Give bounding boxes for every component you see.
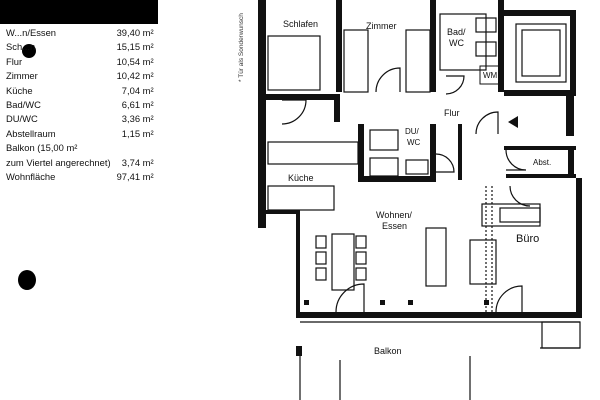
area-value: 3,74 m²	[121, 156, 154, 168]
walls	[258, 0, 582, 318]
area-row: Zimmer 10,42 m²	[6, 69, 154, 83]
markers	[296, 300, 489, 356]
room-label-buero: Büro	[516, 233, 539, 245]
redaction-block	[0, 0, 158, 24]
room-label-zimmer: Zimmer	[366, 21, 397, 31]
wm-box	[479, 65, 503, 85]
room-label-wm: WM	[483, 71, 498, 80]
area-row: Sch...n 15,15 m²	[6, 40, 154, 54]
area-table: W...n/Essen 39,40 m² Sch...n 15,15 m² Flur 10…	[6, 26, 154, 184]
area-value: 39,40 m²	[116, 27, 154, 38]
area-value: 97,41 m²	[116, 171, 154, 183]
room-label-flur: Flur	[444, 108, 460, 118]
area-row: W...n/Essen 39,40 m²	[6, 26, 154, 40]
area-row: Balkon (15,00 m²	[6, 141, 154, 155]
area-row: Flur 10,54 m²	[6, 55, 154, 69]
area-label: Küche	[6, 84, 33, 96]
ink-stain-bottom	[18, 270, 36, 290]
area-value: 15,15 m²	[116, 41, 154, 53]
area-row: Abstellraum 1,15 m²	[6, 127, 154, 141]
room-label-du-wc-1: DU/	[405, 127, 420, 136]
area-value: 10,42 m²	[116, 70, 154, 82]
area-label: Abstellraum	[6, 127, 56, 139]
area-label: Bad/WC	[6, 99, 41, 111]
room-label-balkon: Balkon	[374, 346, 402, 356]
area-label: Wohnfläche	[6, 171, 56, 183]
room-label-du-wc-2: WC	[407, 138, 421, 147]
area-row: Wohnfläche 97,41 m²	[6, 170, 154, 184]
area-label: Zimmer	[6, 70, 38, 82]
area-row: DU/WC 3,36 m²	[6, 112, 154, 126]
area-label: Flur	[6, 55, 23, 67]
area-label: DU/WC	[6, 113, 38, 125]
room-label-bad-wc-1: Bad/	[447, 27, 466, 37]
room-label-wohnen-2: Essen	[382, 221, 407, 231]
room-label-abst: Abst.	[533, 158, 551, 167]
area-value: 1,15 m²	[121, 127, 154, 139]
room-label-bad-wc-2: WC	[449, 38, 464, 48]
ink-stain-top	[22, 44, 36, 58]
room-label-kueche: Küche	[288, 173, 314, 183]
area-row: Bad/WC 6,61 m²	[6, 98, 154, 112]
area-label: W...n/Essen	[6, 27, 57, 38]
interior-lines	[267, 13, 581, 400]
area-value: 7,04 m²	[121, 84, 154, 96]
area-value: 10,54 m²	[116, 55, 154, 67]
area-label: Balkon (15,00 m²	[6, 142, 78, 154]
entrance-arrow-icon	[508, 116, 518, 128]
room-label-wohnen-1: Wohnen/	[376, 210, 412, 220]
area-value: 3,36 m²	[121, 113, 154, 125]
area-row: zum Viertel angerechnet) 3,74 m²	[6, 156, 154, 170]
area-value: 6,61 m²	[121, 99, 154, 111]
area-label: zum Viertel angerechnet)	[6, 156, 111, 168]
area-label: Sch...n	[6, 41, 36, 53]
room-label-schlafen: Schlafen	[283, 19, 318, 29]
area-row: Küche 7,04 m²	[6, 84, 154, 98]
